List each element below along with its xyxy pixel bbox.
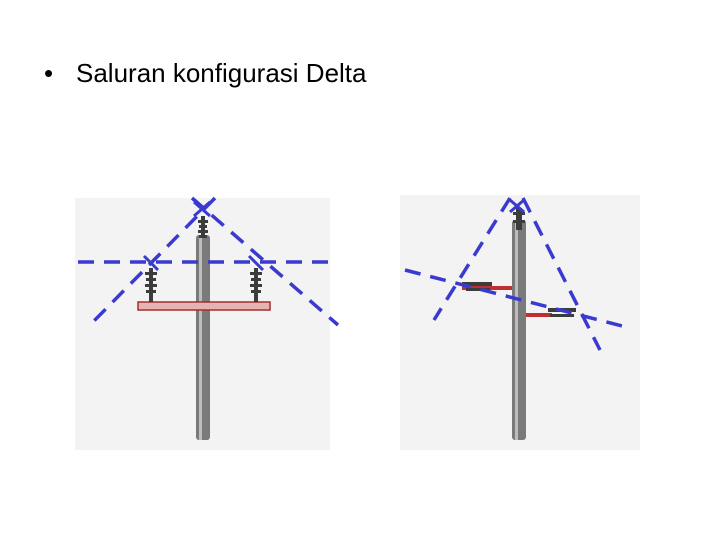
slide-bullet-text: Saluran konfigurasi Delta xyxy=(76,58,367,88)
left-top-insulator-icon xyxy=(198,216,208,238)
delta-configuration-figure xyxy=(70,190,640,450)
right-conductor-markers xyxy=(509,198,525,214)
left-side-insulator-icon xyxy=(145,268,157,302)
left-pole-icon xyxy=(196,235,210,440)
right-top-insulator-icon xyxy=(513,208,525,230)
delta-configuration-drawing xyxy=(75,195,640,450)
left-delta-lines xyxy=(78,196,340,327)
left-crossarm-icon xyxy=(137,301,271,311)
left-pole-assembly xyxy=(78,196,340,440)
right-lower-bracket-icon xyxy=(526,313,552,317)
right-delta-lines xyxy=(404,197,627,351)
right-pole-icon xyxy=(512,220,526,440)
right-pole-assembly xyxy=(404,197,627,440)
left-conductor-markers xyxy=(142,200,265,272)
right-upper-insulator-icon xyxy=(462,282,492,291)
slide-bullet: • Saluran konfigurasi Delta xyxy=(44,58,367,89)
right-side-insulator-icon xyxy=(250,268,262,302)
bullet-icon: • xyxy=(44,58,54,88)
